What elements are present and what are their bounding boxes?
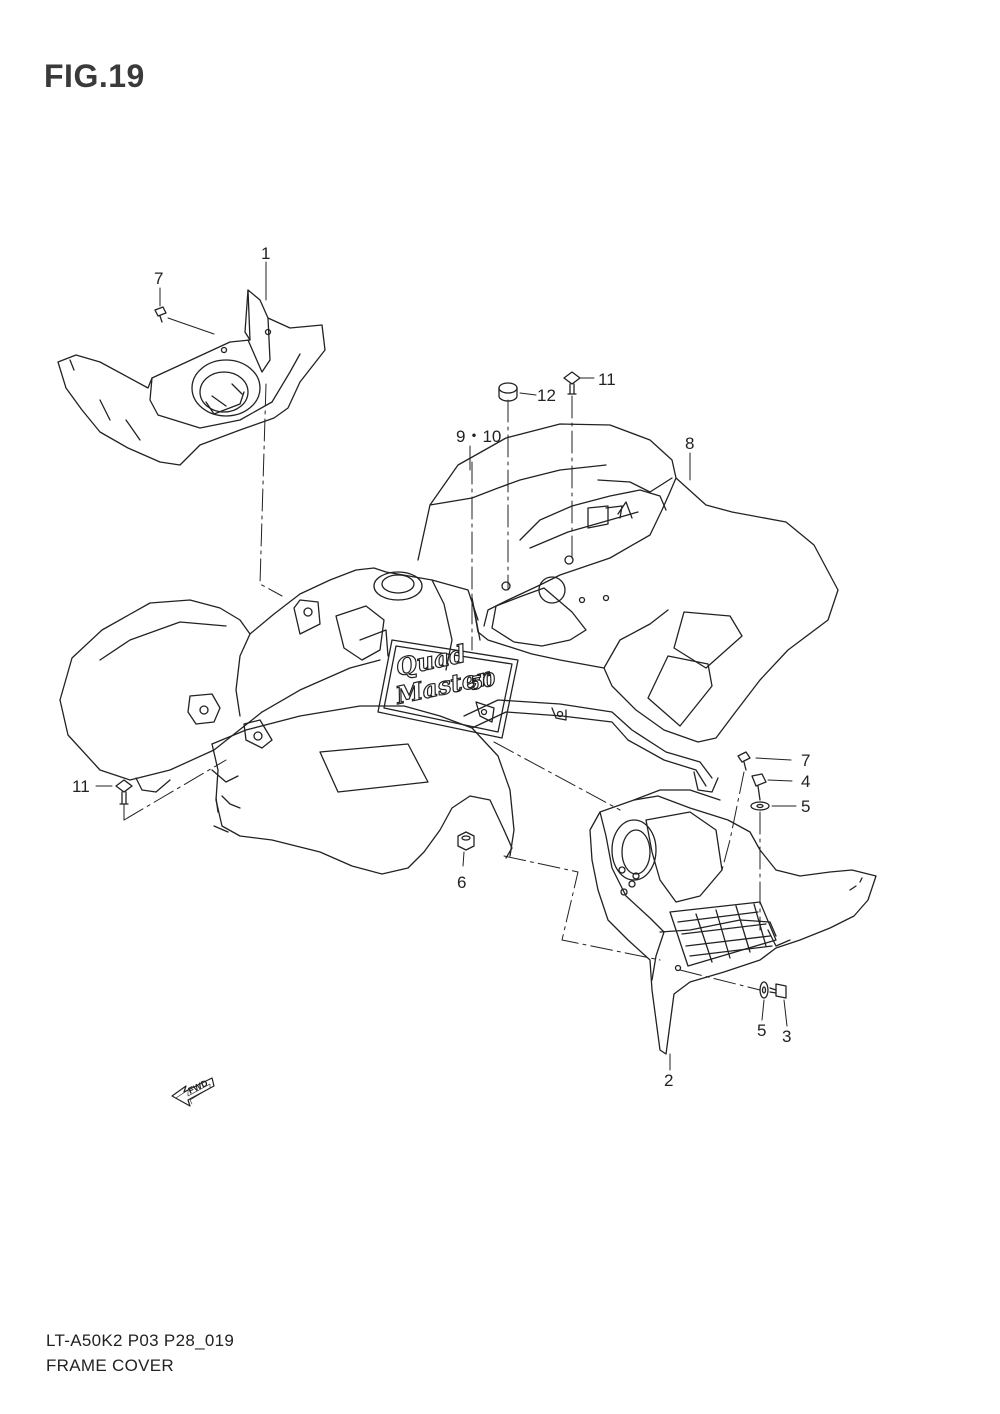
callout-8: 8 <box>685 434 694 453</box>
part-2-footrest <box>589 789 877 1055</box>
decal-logo: Quad Master 50 <box>392 638 499 711</box>
callout-9-10: 9・10 <box>456 427 501 446</box>
part-7-screw-right <box>737 751 751 771</box>
fwd-arrow-icon <box>171 1077 215 1107</box>
main-frame-body <box>59 567 481 793</box>
part-11-clip-top <box>563 371 581 395</box>
part-4-bolt <box>751 773 767 801</box>
part-3-bolt-bottom <box>769 983 787 999</box>
part-11-clip-left <box>115 779 133 805</box>
model-code: LT-A50K2 P03 P28_019 <box>46 1331 235 1350</box>
dash-dot-alignment-lines <box>123 383 761 991</box>
part-8-rear-fender <box>417 423 839 743</box>
decal-text-model: 50 <box>469 669 498 695</box>
callout-3: 3 <box>782 1027 791 1046</box>
callout-11: 11 <box>72 777 90 796</box>
part-7-screw-top <box>154 306 167 323</box>
callout-2: 2 <box>664 1071 673 1090</box>
part-12-grommet <box>498 382 518 402</box>
callout-12: 12 <box>537 386 556 405</box>
part-5-washer-top <box>750 801 770 811</box>
callout-5: 5 <box>801 797 810 816</box>
callout-6: 6 <box>457 873 466 892</box>
callout-7: 7 <box>801 751 810 770</box>
lower-rail-bracket <box>463 699 719 793</box>
callout-11: 11 <box>598 370 616 389</box>
part-1-front-cover <box>57 289 326 466</box>
callout-labels: 1 7 11 12 9・10 8 11 7 4 5 6 5 3 2 <box>72 244 810 1090</box>
callout-1: 1 <box>261 244 270 263</box>
callout-5: 5 <box>757 1021 766 1040</box>
part-front-fender <box>211 705 515 875</box>
part-5-washer-bottom <box>759 981 769 999</box>
callout-4: 4 <box>801 772 810 791</box>
figure-title: FIG.19 <box>44 58 145 94</box>
part-6-nut <box>457 831 475 851</box>
assembly-lines <box>95 261 797 1071</box>
section-name: FRAME COVER <box>46 1356 174 1375</box>
callout-7: 7 <box>154 269 163 288</box>
